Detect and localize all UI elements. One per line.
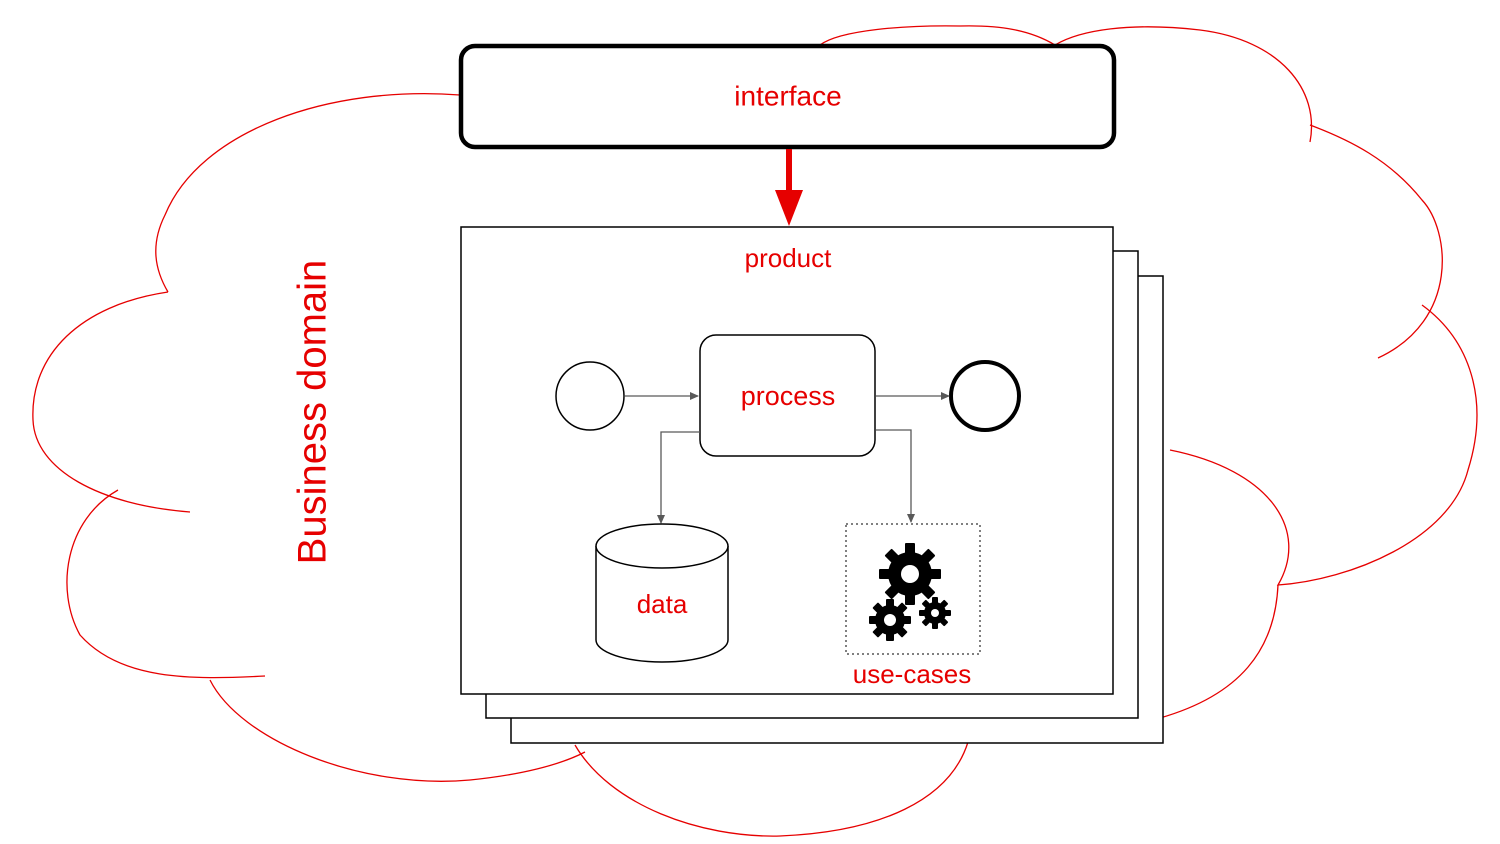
data-label: data: [637, 589, 688, 619]
process-to-use-cases-flow: [876, 429, 915, 523]
use-cases-box[interactable]: [845, 523, 981, 655]
interface-label: interface: [734, 80, 841, 111]
use-cases-label: use-cases: [853, 659, 972, 689]
gears-icon: [869, 543, 951, 641]
product-label: product: [745, 243, 832, 273]
product-card-front[interactable]: [460, 226, 1114, 695]
interface-to-product-arrow: [775, 149, 803, 226]
end-event[interactable]: [949, 360, 1021, 432]
business-domain-cloud: [32, 25, 1478, 837]
process-to-data-flow: [657, 431, 700, 524]
process-label: process: [741, 381, 836, 411]
business-domain-label: Business domain: [291, 260, 335, 565]
start-event[interactable]: [555, 361, 625, 431]
data-store-cylinder[interactable]: data: [595, 523, 729, 663]
process-box[interactable]: process: [699, 334, 876, 457]
interface-box[interactable]: interface: [458, 43, 1117, 150]
